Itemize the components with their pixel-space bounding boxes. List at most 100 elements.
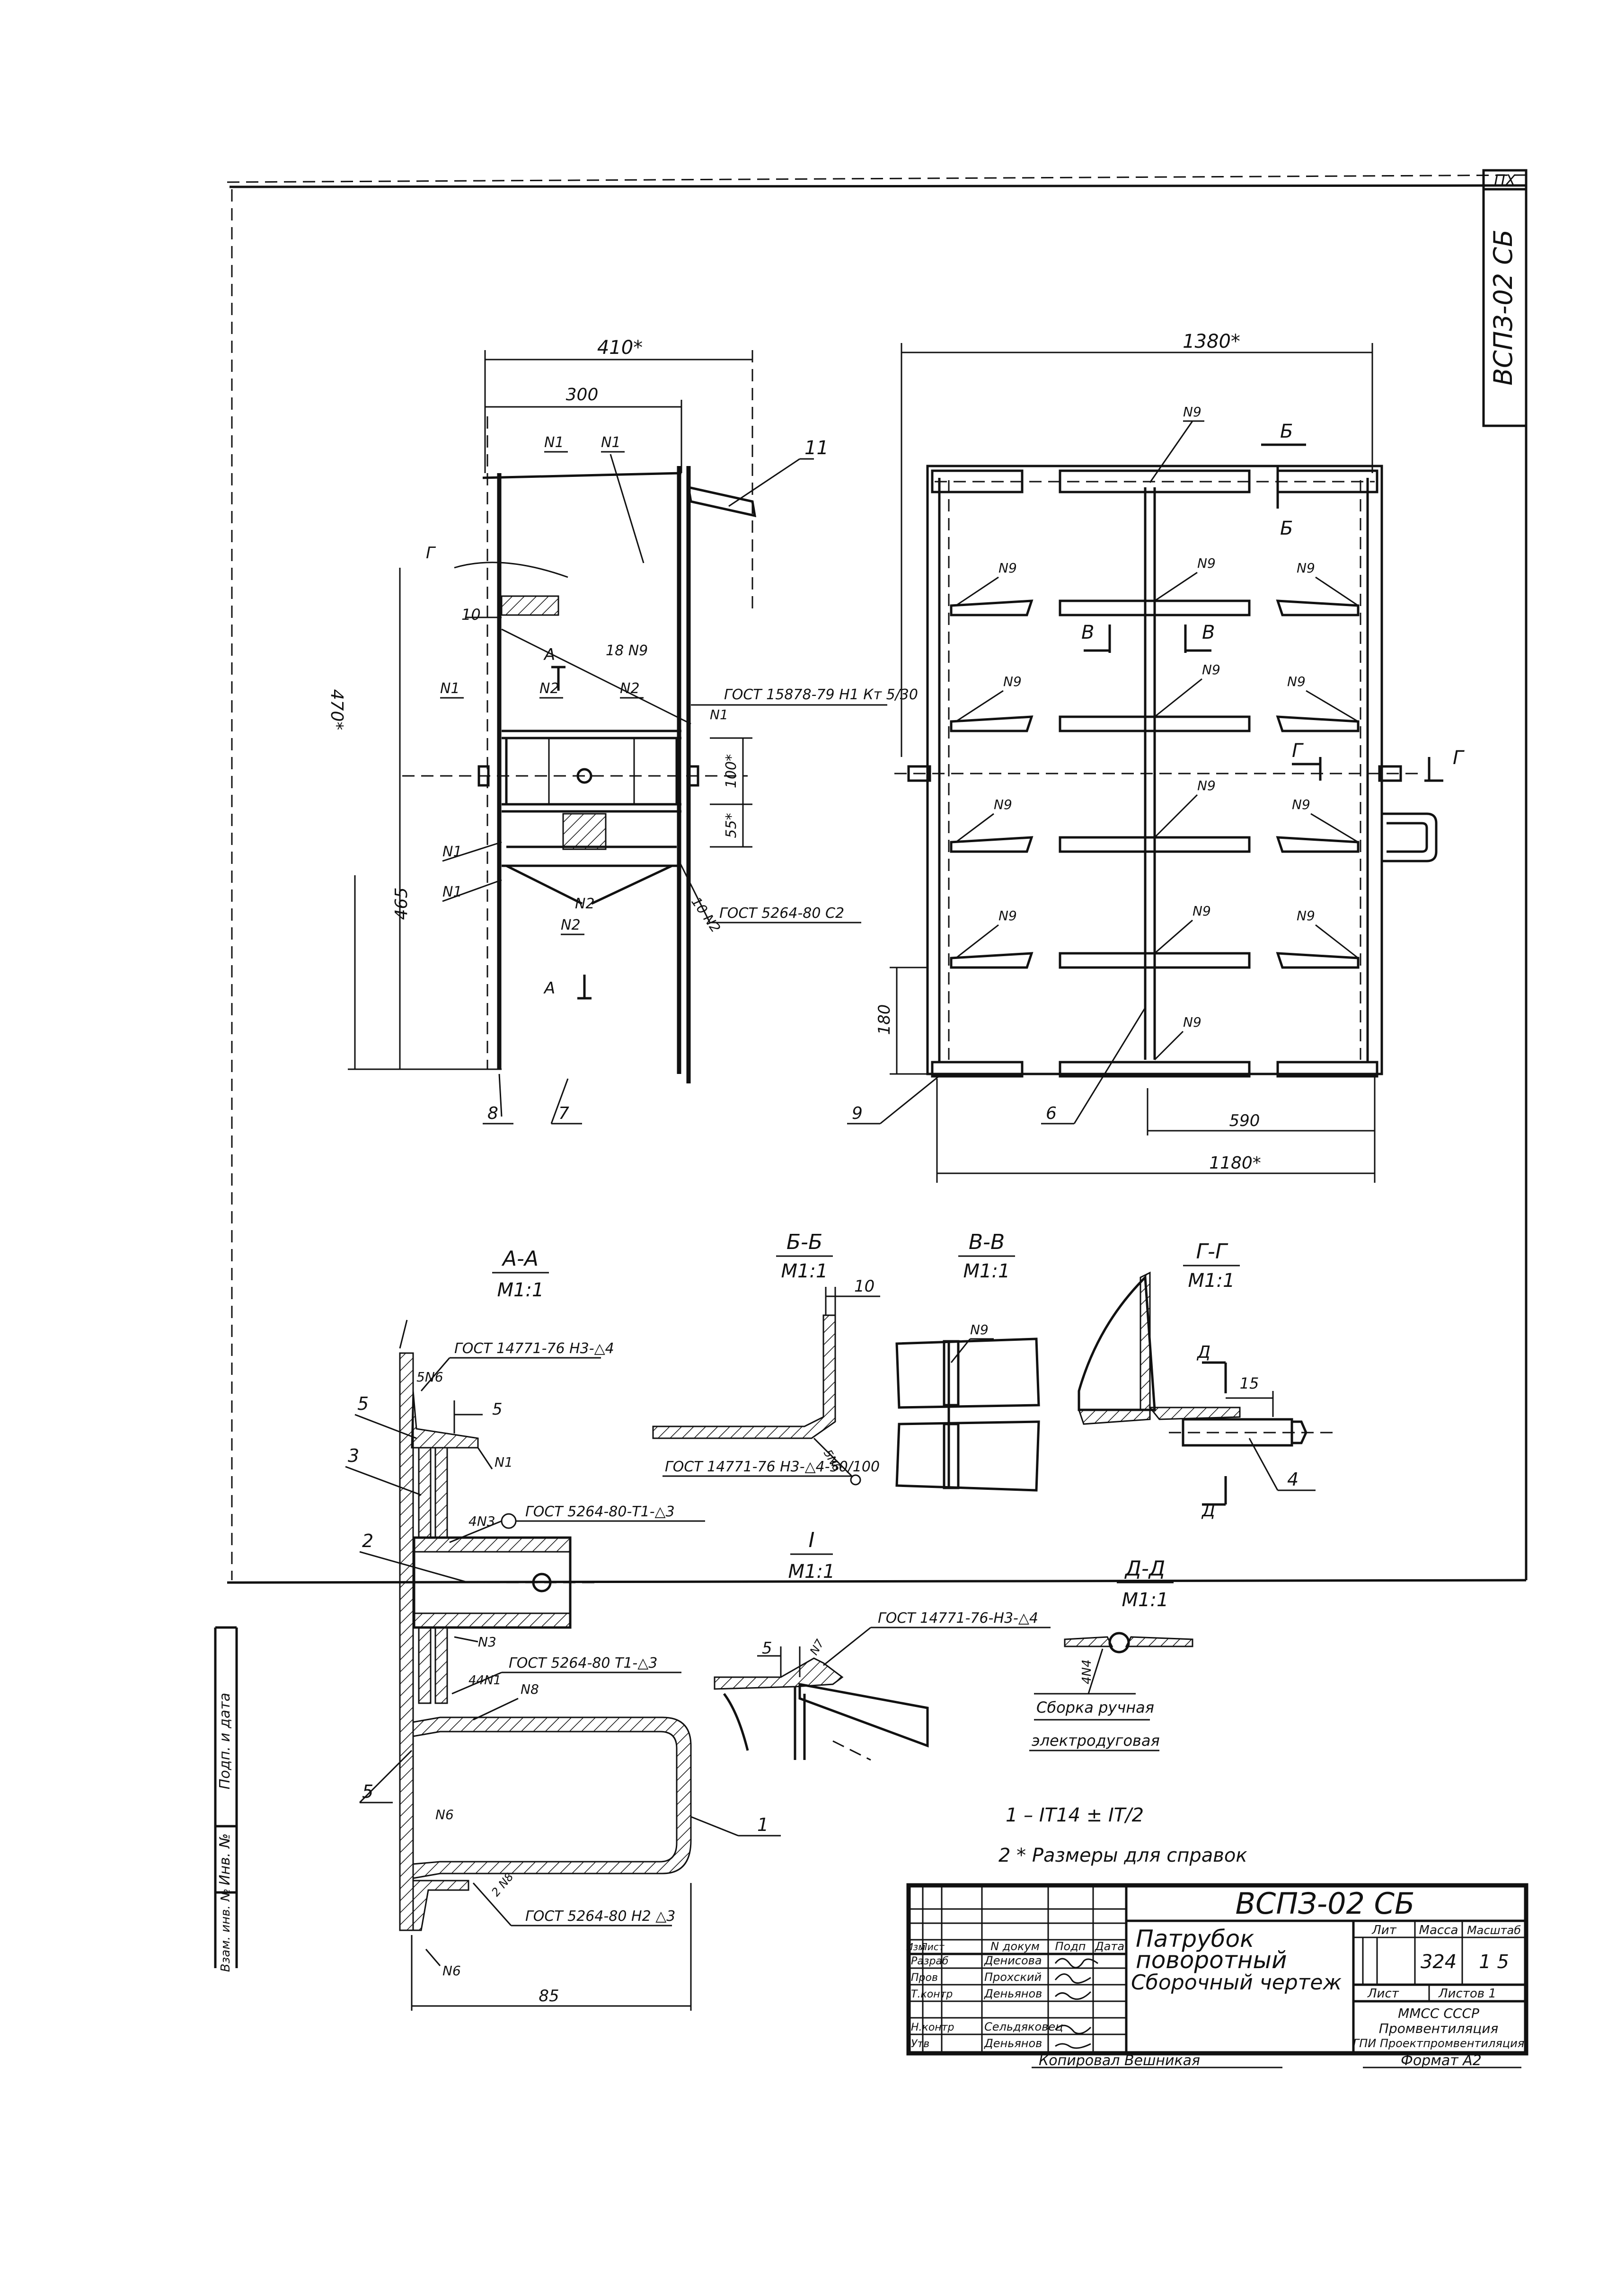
- title-line3: Сборочный чертеж: [1131, 1971, 1342, 1995]
- section-dd-scale: М1:1: [1122, 1589, 1169, 1611]
- n5-label: 5N6: [416, 1369, 443, 1385]
- dim-470: 470*: [327, 689, 346, 730]
- weld-note-w4: ГОСТ 5264-80-Т1-△3: [525, 1504, 675, 1520]
- dim-5-aa: 5: [492, 1400, 503, 1419]
- org-line2: Промвентиляция: [1379, 2021, 1498, 2036]
- cut-mark-b-top: Б: [1280, 421, 1293, 442]
- weld-note-w3: ГОСТ 14771-76 Н3-△4: [454, 1340, 614, 1357]
- n9-r2-mid: N9: [1202, 662, 1220, 677]
- weld-note-w1: ГОСТ 15878-79 Н1 Кт 5/30: [724, 686, 918, 703]
- dim-410: 410*: [597, 337, 643, 359]
- dim-85: 85: [539, 1987, 559, 2006]
- side-code-text: ВСПЗ-02 СБ: [1488, 229, 1518, 386]
- n9-r2-right: N9: [1287, 674, 1306, 689]
- mass-value: 324: [1421, 1951, 1457, 1973]
- n9-r3-left: N9: [994, 797, 1012, 812]
- part-4-label: 4: [1287, 1469, 1299, 1490]
- title-block: Изм Лист N докум Подп Дата Разраб Денисо…: [906, 1883, 1528, 2056]
- sheet-label: Лист: [1367, 1987, 1399, 2001]
- signer-name-4: Сельдяковец: [984, 2020, 1063, 2033]
- title-line2: поворотный: [1136, 1946, 1287, 1974]
- part-6-label: 6: [1046, 1104, 1057, 1123]
- side-elevation-view: 410* 300 11 N1 N1 Г 10 А А: [327, 337, 918, 1125]
- rev-header-list: Лист: [920, 1941, 945, 1953]
- signature-scribble-5: [1055, 2043, 1091, 2049]
- signature-scribble-2: [1054, 1973, 1091, 1984]
- n2-label-a: N2: [539, 680, 559, 697]
- part-7-label: 7: [558, 1104, 569, 1123]
- section-vv-scale: М1:1: [963, 1260, 1010, 1282]
- weld-note-w8: ГОСТ 14771-76-Н3-△4: [878, 1610, 1038, 1627]
- n9-r3-mid: N9: [1197, 778, 1216, 793]
- weld-note-w7: ГОСТ 14771-76 Н3-△4-50/100: [665, 1459, 880, 1475]
- signer-name-2: Прохский: [984, 1971, 1042, 1984]
- part-9-label: 9: [852, 1104, 863, 1123]
- signer-role-1: Разраб: [911, 1955, 948, 1967]
- section-dd: Д-Д М1:1 4N4 Сборка ручная электродугова…: [1029, 1557, 1193, 1751]
- part-2-label: 2: [362, 1531, 373, 1551]
- note-2: 2 * Размеры для справок: [998, 1845, 1247, 1866]
- n1-label-c: N1: [440, 680, 460, 697]
- lit-header: Лит: [1371, 1923, 1396, 1937]
- part-5-label-b: 5: [362, 1781, 373, 1802]
- n28-label: 2 N8: [489, 1870, 516, 1899]
- n9-r2-left: N9: [1003, 674, 1022, 689]
- rev-header-sign: Подп: [1055, 1940, 1086, 1953]
- section-aa-scale: М1:1: [497, 1279, 544, 1301]
- n9-r4-right: N9: [1297, 908, 1315, 924]
- section-bb-scale: М1:1: [781, 1260, 828, 1282]
- section-aa: А-А М1:1 5 3 2 5 1: [345, 1247, 781, 2011]
- signer-name-1: Денисова: [984, 1954, 1042, 1967]
- weld-note-w2: ГОСТ 5264-80 С2: [719, 905, 844, 922]
- signer-role-3: Т.контр: [911, 1988, 953, 2000]
- n44-label: 44N1: [468, 1673, 501, 1688]
- part-5-label-a: 5: [357, 1393, 369, 1414]
- signer-role-2: Пров: [911, 1972, 938, 1984]
- detail-view-one: I М1:1 5 N7 ГОСТ 14771-76-Н3-△4: [714, 1528, 1051, 1761]
- dd-note-line1: Сборка ручная: [1036, 1698, 1154, 1716]
- signer-name-3: Деньянов: [984, 1987, 1042, 2000]
- signer-name-5: Деньянов: [984, 2037, 1042, 2050]
- n2-label-d: N2: [561, 917, 581, 933]
- n2-label-b: N2: [620, 680, 640, 697]
- n9-vv: N9: [970, 1322, 989, 1337]
- dim-15: 15: [1240, 1374, 1259, 1392]
- part-3-label: 3: [348, 1445, 359, 1466]
- detail-one-title: I: [809, 1528, 815, 1552]
- dim-1380: 1380*: [1183, 331, 1240, 352]
- n9-r1-mid: N9: [1197, 555, 1216, 571]
- n4-label: 4N3: [468, 1513, 495, 1529]
- dim-10-bb: 10: [854, 1277, 875, 1296]
- n9-r3-right: N9: [1292, 797, 1310, 812]
- detail-one-scale: М1:1: [788, 1561, 835, 1583]
- dim-465: 465: [392, 888, 411, 920]
- side-code-stamp: ПХ ВСПЗ-02 СБ: [1482, 169, 1528, 427]
- n9-r4-left: N9: [998, 908, 1017, 924]
- section-gg-title: Г-Г: [1196, 1240, 1228, 1264]
- n6-label-b: N6: [442, 1963, 461, 1979]
- n1-label-d: N1: [710, 707, 728, 722]
- left-stamp-sign-date: Подп. и дата: [217, 1693, 233, 1789]
- section-bb: Б-Б М1:1 10 ГОСТ 14771-76 Н3-△4-50/100 5…: [652, 1230, 880, 1486]
- cut-mark-v-left: В: [1081, 622, 1094, 643]
- scale-header: Масштаб: [1467, 1924, 1521, 1937]
- note-1: 1 – IT14 ± IT/2: [1006, 1804, 1144, 1826]
- cut-mark-d-top: Д: [1196, 1343, 1210, 1362]
- front-grid-view: 1380*: [847, 331, 1465, 1183]
- n1-label-a: N1: [544, 434, 564, 451]
- section-gg-scale: М1:1: [1188, 1270, 1235, 1292]
- cut-mark-g-side: Г: [426, 544, 436, 563]
- dim-10-side: 10: [461, 606, 481, 624]
- dim-180: 180: [875, 1004, 894, 1035]
- cut-mark-g-left: Г: [1292, 740, 1304, 762]
- dd-note-line2: электродуговая: [1032, 1732, 1160, 1750]
- n9-bottom: N9: [1183, 1014, 1201, 1030]
- weld-note-w5: ГОСТ 5264-80 Т1-△3: [509, 1655, 657, 1671]
- left-margin-stamp: Подп. и дата Инв. № Взам. инв. №: [214, 1626, 238, 1972]
- n7-label: N7: [807, 1637, 827, 1657]
- sheet-footer: Копировал Вешникая Формат А2: [1032, 2052, 1521, 2069]
- title-line1: Патрубок: [1136, 1925, 1254, 1953]
- cut-mark-b-bottom: Б: [1280, 518, 1293, 539]
- dim-1180: 1180*: [1209, 1153, 1261, 1173]
